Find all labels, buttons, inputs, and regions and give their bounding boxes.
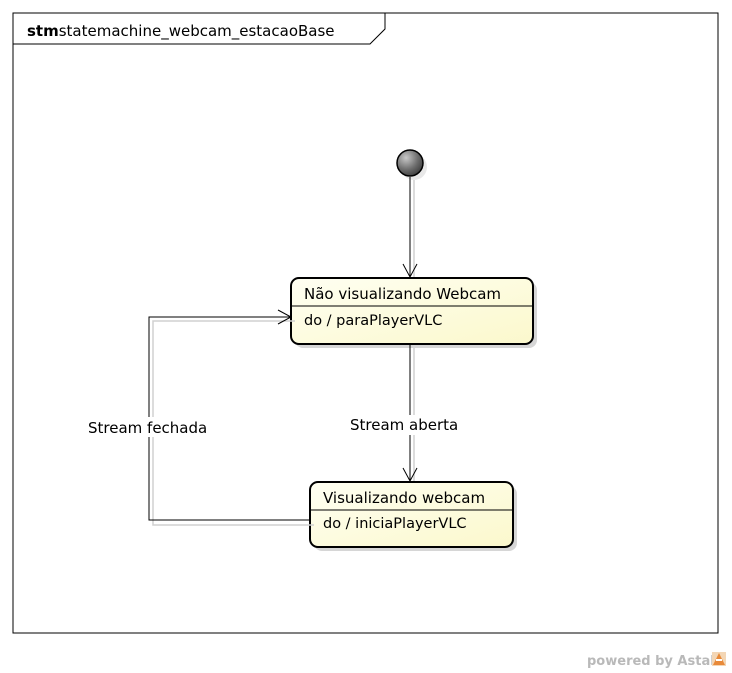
state-title: Não visualizando Webcam: [304, 285, 501, 303]
state-nao-visualizando[interactable]: Não visualizando Webcam do / paraPlayerV…: [290, 277, 537, 348]
initial-node[interactable]: [396, 149, 427, 180]
frame-label: stmstatemachine_webcam_estacaoBase: [27, 22, 335, 41]
diagram-frame: stmstatemachine_webcam_estacaoBase: [12, 12, 719, 634]
state-action: do / paraPlayerVLC: [304, 313, 442, 329]
frame-keyword: stm: [27, 22, 59, 40]
transition-label: Stream fechada: [88, 419, 207, 437]
astah-watermark: powered by Astah: [587, 652, 726, 669]
watermark-text: powered by Astah: [587, 654, 719, 669]
state-action: do / iniciaPlayerVLC: [323, 516, 467, 532]
frame-name: statemachine_webcam_estacaoBase: [59, 22, 335, 41]
state-visualizando[interactable]: Visualizando webcam do / iniciaPlayerVLC: [309, 481, 517, 551]
state-title: Visualizando webcam: [323, 489, 485, 507]
transition-stream-aberta[interactable]: Stream aberta: [348, 344, 462, 484]
astah-logo-icon: [712, 652, 726, 666]
transition-initial[interactable]: [402, 177, 418, 280]
transition-label: Stream aberta: [350, 416, 458, 434]
transition-stream-fechada[interactable]: Stream fechada: [86, 309, 314, 526]
